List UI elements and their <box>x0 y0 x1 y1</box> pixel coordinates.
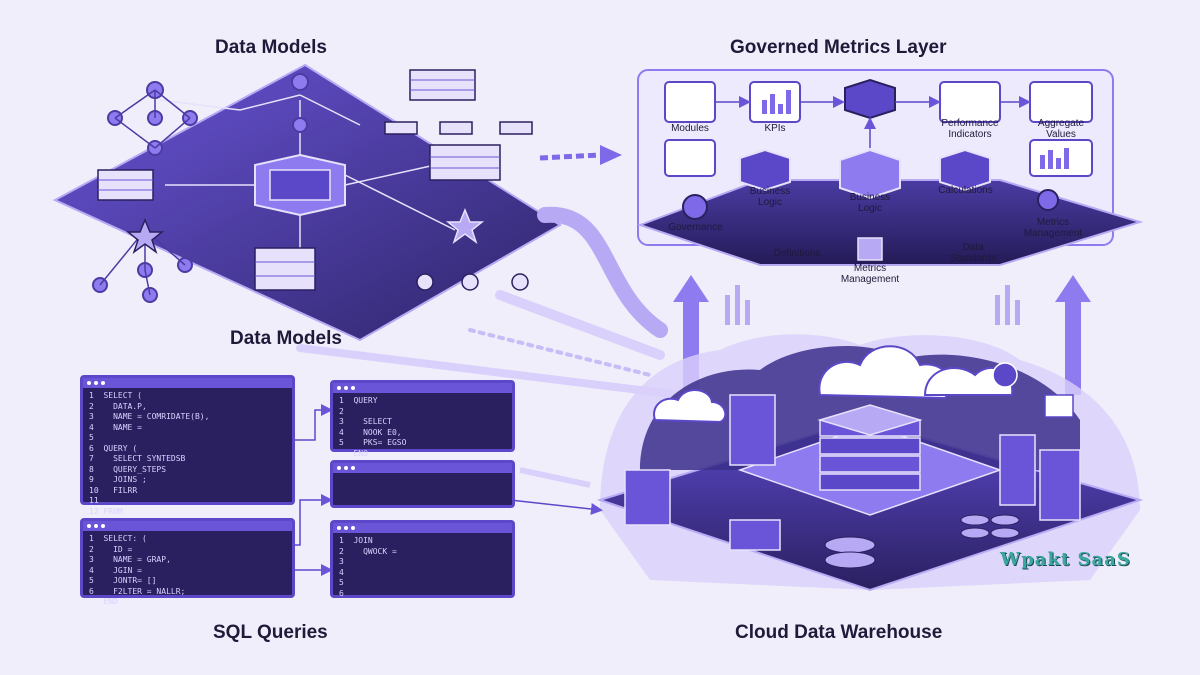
query-code-2: 1 JOIN 2 QWOCK = 3 4 5 6 <box>339 536 397 598</box>
cloud-warehouse-art <box>596 334 1144 592</box>
query-editor-1: 1 QUERY 2 3 SELECT 4 NOOK E0, 5 PKS= EGS… <box>330 380 515 458</box>
metric-label-metrics-management-1: Metrics Management <box>840 263 900 285</box>
query-editor-2: 1 JOIN 2 QWOCK = 3 4 5 6 <box>330 520 515 598</box>
metric-label-data-standards: Data Standards <box>950 242 996 264</box>
metrics-layer-panel <box>637 69 1144 266</box>
metric-label-kpis: KPIs <box>764 123 786 134</box>
brand-logo: Wpakt SaaS <box>1000 549 1131 570</box>
data-models-bottom-title: Data Models <box>230 328 342 349</box>
metric-label-metrics-management-2: Metrics Management <box>1023 217 1083 239</box>
metrics-layer-title: Governed Metrics Layer <box>730 37 947 58</box>
data-models-diamond <box>52 63 562 342</box>
query-code-1: 1 QUERY 2 3 SELECT 4 NOOK E0, 5 PKS= EGS… <box>339 396 407 458</box>
metric-label-calculations: Calculations <box>938 185 993 196</box>
metric-label-definitions: Definitions <box>773 248 821 259</box>
metric-label-modules: Modules <box>671 123 709 134</box>
metric-label-business-logic-1: Business Logic <box>749 186 791 208</box>
sql-queries-title: SQL Queries <box>213 622 328 643</box>
metric-label-business-logic-2: Business Logic <box>849 192 891 214</box>
metric-label-performance-indicators: Performance Indicators <box>941 118 999 140</box>
sql-editor-1: 1 SELECT ( 2 DATA.P, 3 NAME = COMRIDATE(… <box>80 375 295 537</box>
metric-label-governance: Governance <box>668 222 723 233</box>
data-models-top-title: Data Models <box>215 37 327 58</box>
sql-code-2: 1 SELECT: ( 2 ID = 3 NAME = GRAP, 4 JGIN… <box>89 534 186 606</box>
sql-editor-2: 1 SELECT: ( 2 ID = 3 NAME = GRAP, 4 JGIN… <box>80 518 295 606</box>
cloud-warehouse-title: Cloud Data Warehouse <box>735 622 943 643</box>
query-editor-flow <box>330 460 515 508</box>
metric-label-aggregate-values: Aggregate Values <box>1037 118 1085 140</box>
